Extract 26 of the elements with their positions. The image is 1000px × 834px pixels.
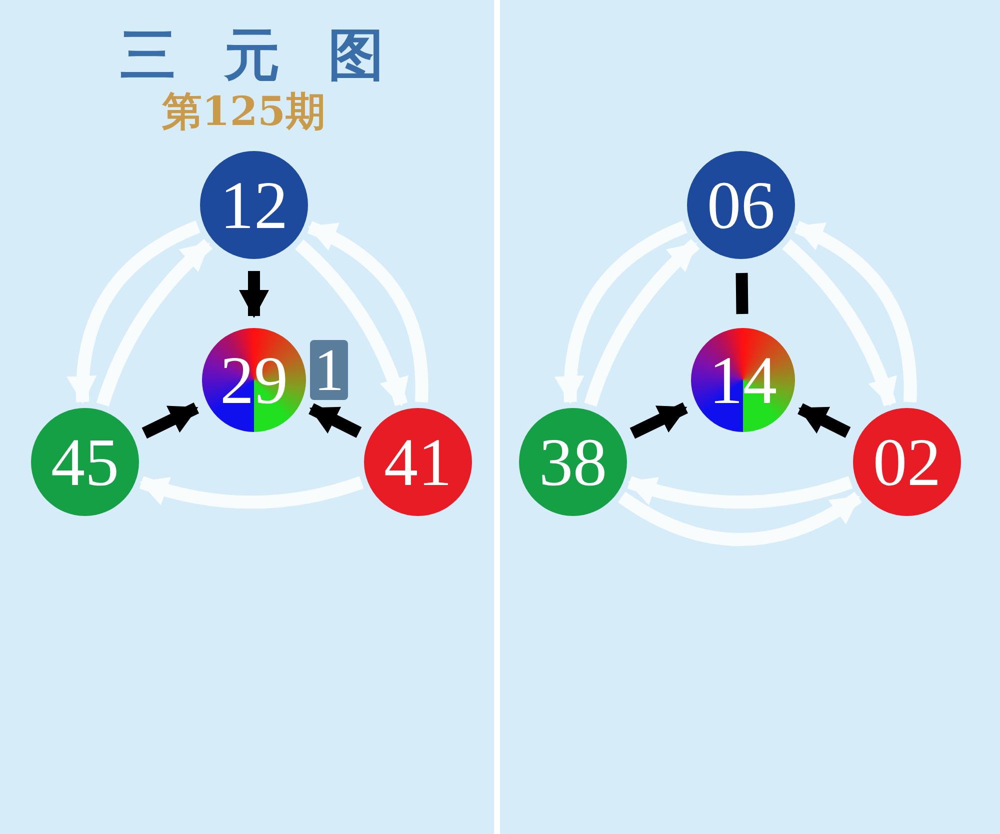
arrow xyxy=(239,271,269,318)
arrow xyxy=(584,239,700,407)
ball-number: 14 xyxy=(709,346,777,414)
arrow xyxy=(618,492,862,546)
arrow xyxy=(308,403,362,438)
arrow xyxy=(555,220,688,404)
ball-number: 02 xyxy=(873,428,941,496)
arrow xyxy=(627,476,853,509)
ball-number: 41 xyxy=(384,428,452,496)
ball-number: 06 xyxy=(707,171,775,239)
arrow xyxy=(630,402,688,439)
ball-number: 38 xyxy=(539,428,607,496)
arrow xyxy=(798,403,851,438)
ball-number: 29 xyxy=(220,346,288,414)
arrow xyxy=(96,239,213,407)
arrow xyxy=(307,221,428,402)
ball-number: 12 xyxy=(220,171,288,239)
arrow xyxy=(294,240,408,406)
arrow xyxy=(782,239,896,406)
issue-number: 第125期 xyxy=(162,92,326,132)
stray-digit: 1 xyxy=(310,340,348,400)
arrow xyxy=(139,476,364,509)
title: 三元图 xyxy=(120,22,432,90)
arrow xyxy=(68,220,201,404)
ball-number: 45 xyxy=(51,428,119,496)
arrow xyxy=(142,402,200,439)
